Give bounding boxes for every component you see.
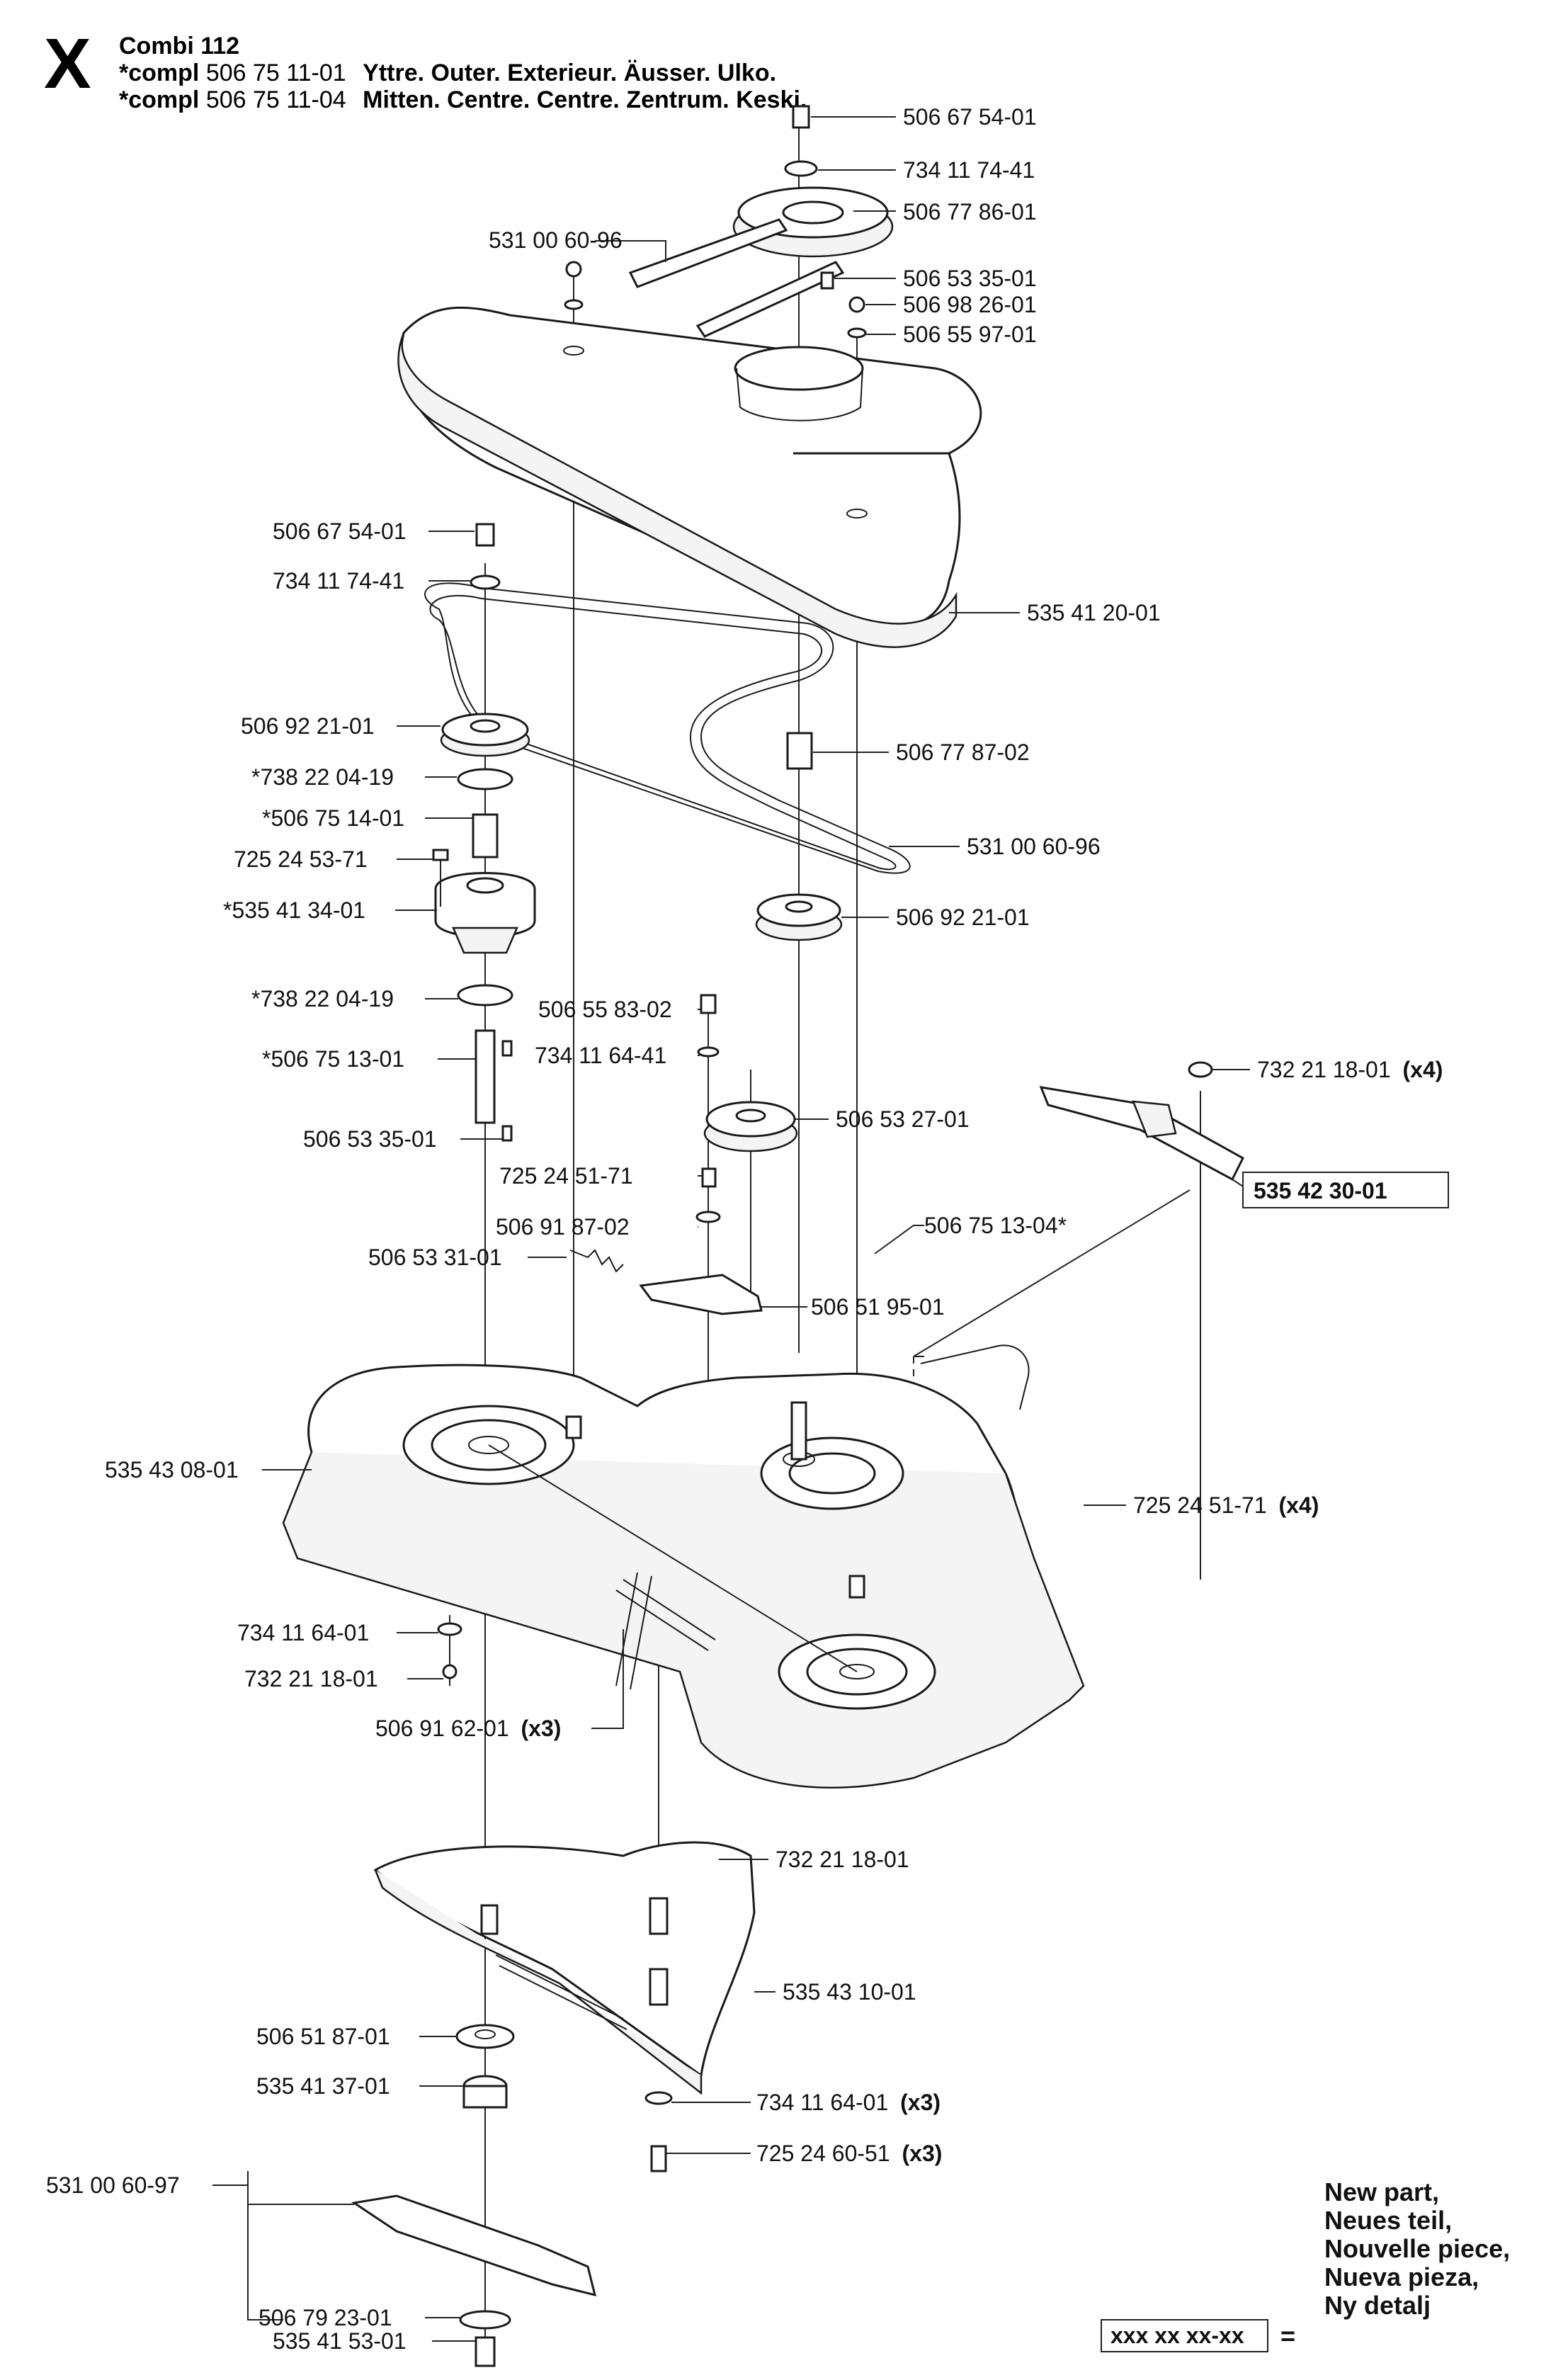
model-title: Combi 112 — [119, 33, 240, 60]
legend-line: New part, — [1324, 2177, 1440, 2206]
part-label: 725 24 60-51 (x3) — [756, 2141, 942, 2166]
part-label: 506 53 35-01 — [903, 266, 1037, 291]
part-label: *535 41 34-01 — [223, 897, 365, 923]
part-label: 531 00 60-96 — [489, 227, 623, 253]
legend-line: Neues teil, — [1324, 2206, 1453, 2235]
part-label: *738 22 04-19 — [251, 986, 394, 1012]
part-label: 535 43 08-01 — [105, 1457, 239, 1483]
compl-prefix: *compl — [119, 60, 200, 86]
part-label: 506 53 35-01 — [303, 1126, 437, 1152]
part-label: 506 91 62-01 (x3) — [375, 1716, 561, 1741]
compl-number: 506 75 11-01 — [205, 60, 346, 86]
bracket-535-42-30-01 — [913, 1061, 1244, 1516]
part-label: 506 53 31-01 — [368, 1245, 502, 1270]
legend: xxx xx xx-xx = — [1101, 2319, 1295, 2352]
quantity: (x3) — [902, 2141, 943, 2166]
part-label: 506 79 23-01 — [258, 2305, 392, 2330]
part-number: 725 24 60-51 — [756, 2141, 890, 2166]
part-labels: 506 67 54-01 734 11 74-41 506 77 86-01 5… — [46, 104, 1449, 2354]
compl-row-1: *compl 506 75 11-01 Yttre. Outer. Exteri… — [119, 60, 776, 87]
part-label: 506 98 26-01 — [903, 292, 1037, 317]
top-pulley-assembly — [564, 105, 894, 339]
compl-desc: Yttre. Outer. Exterieur. Äusser. Ulko. — [363, 60, 777, 86]
part-label: 506 51 95-01 — [811, 1294, 945, 1320]
quantity: (x4) — [1279, 1492, 1319, 1518]
quantity: (x4) — [1403, 1057, 1443, 1082]
part-label: 734 11 74-41 — [903, 157, 1035, 183]
part-number: 725 24 51-71 — [1133, 1492, 1267, 1518]
compl-number: 506 75 11-04 — [205, 86, 346, 113]
part-label: 506 92 21-01 — [896, 905, 1030, 930]
part-label: 506 55 97-01 — [903, 322, 1037, 347]
part-label: 535 41 53-01 — [273, 2328, 407, 2354]
legend-line: Nueva pieza, — [1324, 2262, 1479, 2291]
compl-prefix: *compl — [119, 86, 200, 113]
compl-row-2: *compl 506 75 11-04 Mitten. Centre. Cent… — [119, 86, 807, 114]
part-number: 506 91 62-01 — [375, 1716, 509, 1741]
legend-description: New part, Neues teil, Nouvelle piece, Nu… — [1324, 2178, 1510, 2320]
part-label: 506 51 87-01 — [256, 2024, 390, 2049]
part-label: 531 00 60-96 — [967, 834, 1101, 859]
part-label: 732 21 18-01 — [776, 1847, 909, 1872]
part-label: 506 75 13-04* — [924, 1213, 1067, 1238]
left-spindle-stack — [432, 523, 536, 1142]
top-cover — [397, 306, 982, 648]
part-label: 506 53 27-01 — [836, 1106, 970, 1132]
part-label: 506 67 54-01 — [273, 518, 407, 544]
part-label: 531 00 60-97 — [46, 2172, 180, 2198]
part-number: 732 21 18-01 — [1257, 1057, 1391, 1082]
part-label: 506 91 87-02 — [496, 1214, 630, 1240]
lower-blade-parts — [351, 1622, 756, 2367]
legend-equals: = — [1280, 2321, 1295, 2350]
part-number: 734 11 64-01 — [756, 2090, 888, 2115]
part-label: 506 77 87-02 — [896, 740, 1030, 765]
legend-line: Ny detalj — [1324, 2291, 1431, 2320]
cutting-deck — [282, 1344, 1085, 1789]
right-pulleys — [569, 732, 843, 1315]
quantity: (x3) — [521, 1716, 562, 1741]
part-label: 732 21 18-01 (x4) — [1257, 1057, 1443, 1082]
part-label-new: 535 42 30-01 — [1254, 1178, 1387, 1203]
quantity: (x3) — [900, 2090, 941, 2115]
part-label: 725 24 51-71 — [499, 1163, 633, 1189]
part-label: *506 75 14-01 — [262, 805, 404, 831]
part-label: 725 24 51-71 (x4) — [1133, 1492, 1319, 1518]
part-label: 535 41 20-01 — [1027, 600, 1161, 625]
part-label: 734 11 64-01 (x3) — [756, 2090, 941, 2115]
legend-line: Nouvelle piece, — [1324, 2234, 1511, 2263]
section-letter: X — [44, 24, 91, 103]
part-label: 734 11 64-01 — [237, 1620, 369, 1645]
part-label: 535 43 10-01 — [783, 1979, 916, 2005]
part-label: 535 41 37-01 — [256, 2073, 390, 2099]
leader-lines — [212, 116, 1250, 2342]
part-label: 725 24 53-71 — [234, 846, 368, 872]
part-label: 734 11 64-41 — [535, 1043, 666, 1068]
part-label: 506 55 83-02 — [538, 997, 672, 1022]
part-label: 732 21 18-01 — [244, 1666, 378, 1692]
new-part-box: 535 42 30-01 — [1242, 1172, 1449, 1208]
part-label: 734 11 74-41 — [273, 568, 404, 594]
legend-box-text: xxx xx xx-xx — [1110, 2323, 1244, 2348]
part-label: 506 67 54-01 — [903, 104, 1037, 130]
part-label: 506 92 21-01 — [241, 713, 375, 739]
compl-desc: Mitten. Centre. Centre. Zentrum. Keski. — [363, 86, 807, 113]
part-label: *738 22 04-19 — [251, 764, 394, 790]
part-label: *506 75 13-01 — [262, 1046, 404, 1072]
part-label: 506 77 86-01 — [903, 199, 1037, 225]
